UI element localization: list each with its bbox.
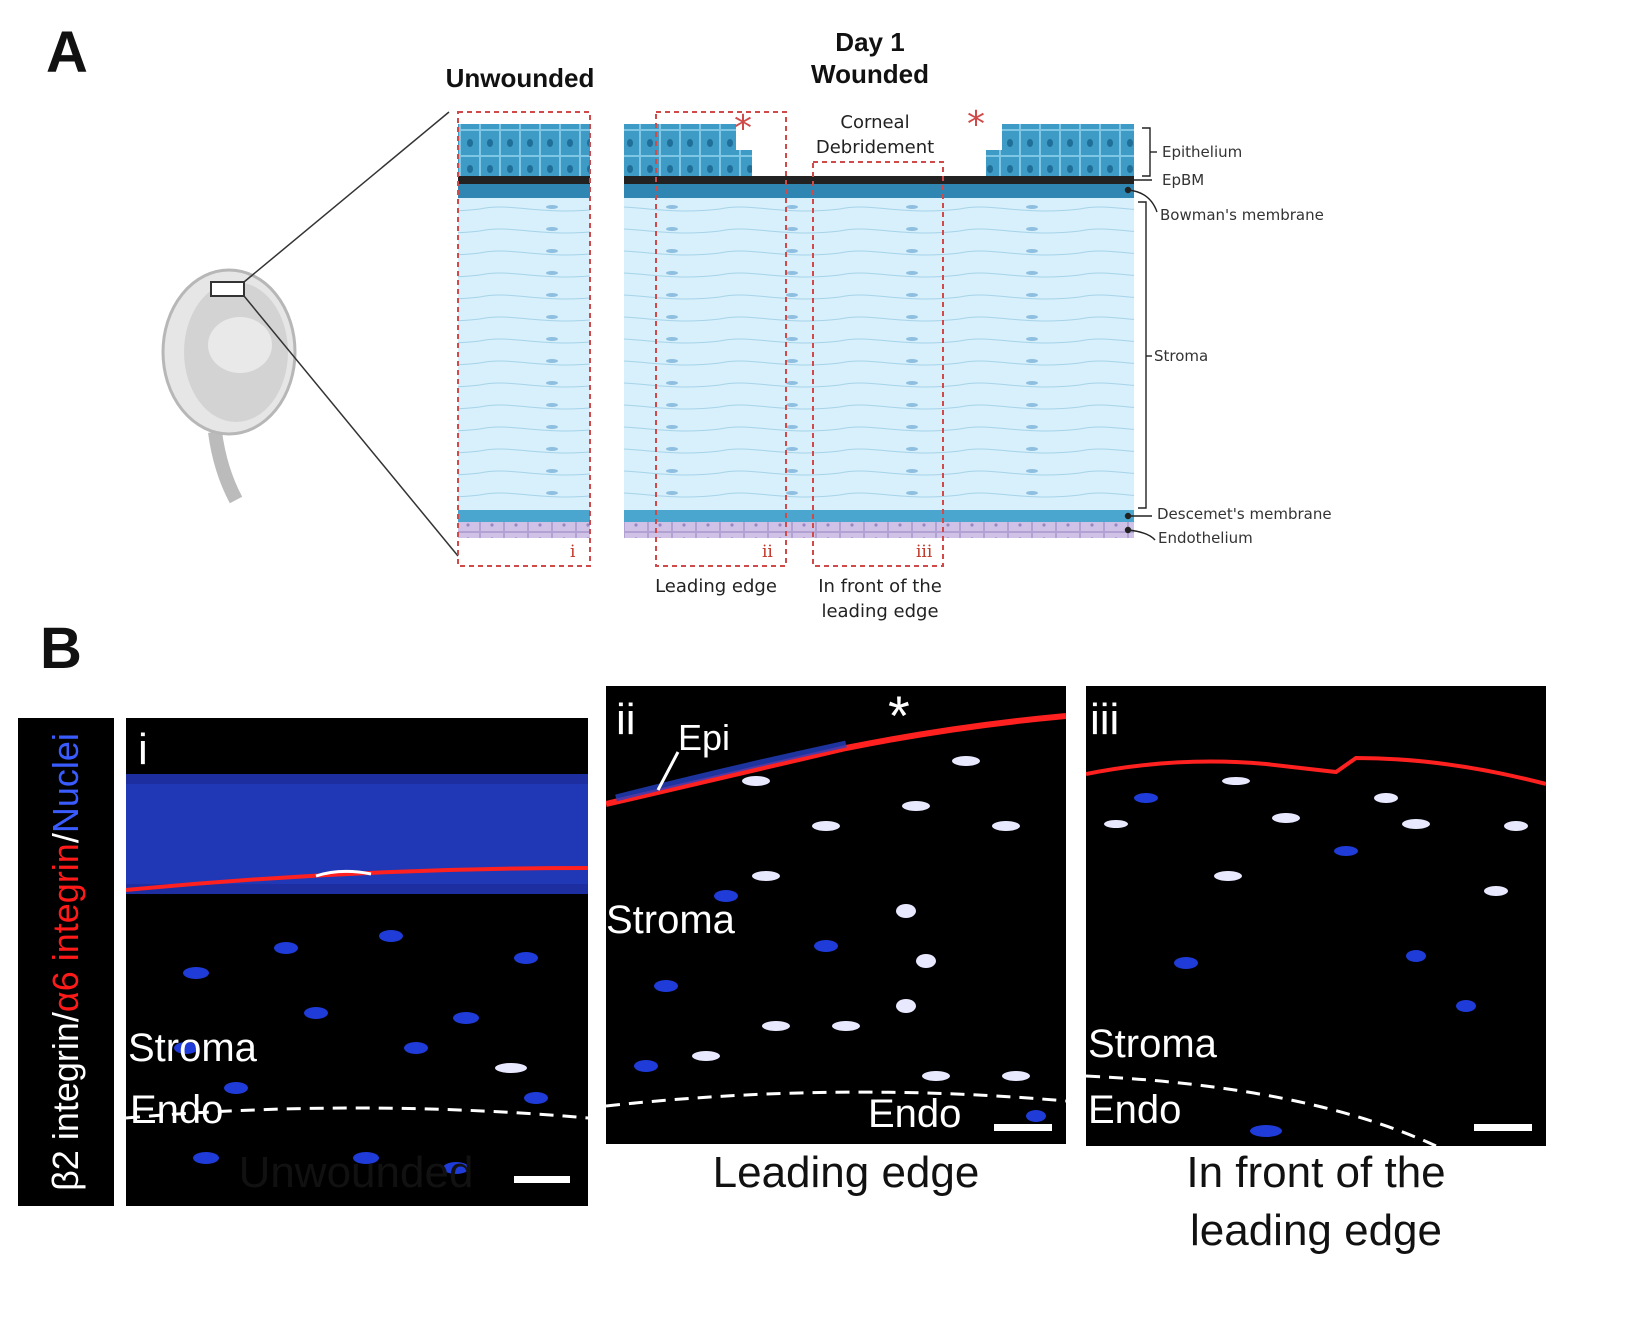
leading-edge-label: Leading edge xyxy=(655,576,777,597)
stain-slash: / xyxy=(45,833,86,844)
micrograph-i-image xyxy=(126,774,588,1183)
micrograph-ii: ii Epi * Stroma Endo xyxy=(606,686,1066,1144)
label-descemet: Descemet's membrane xyxy=(1157,505,1332,523)
micrograph-i-stroma: Stroma xyxy=(128,1026,257,1070)
stain-b2-integrin: β2 integrin/ xyxy=(45,1012,86,1191)
region-box-ii xyxy=(655,111,787,567)
stain-nuclei: Nuclei xyxy=(45,733,86,834)
unwounded-cornea-section xyxy=(458,124,590,538)
micrograph-ii-label: ii xyxy=(616,695,636,744)
wounded-header: Wounded xyxy=(811,59,929,89)
micrograph-i-endo: Endo xyxy=(130,1088,224,1132)
micrograph-iii-image xyxy=(1086,755,1546,1146)
micrograph-iii-label: iii xyxy=(1090,695,1120,744)
box-label-i: i xyxy=(570,542,576,562)
unwounded-header: Unwounded xyxy=(445,63,595,93)
label-stroma: Stroma xyxy=(1154,347,1209,365)
label-bowman: Bowman's membrane xyxy=(1160,206,1324,224)
micrograph-ii-stroma: Stroma xyxy=(606,898,735,942)
box-label-ii: ii xyxy=(762,542,773,562)
box-label-iii: iii xyxy=(916,542,933,562)
label-epbm: EpBM xyxy=(1162,171,1205,189)
micrograph-ii-asterisk: * xyxy=(888,686,910,747)
stain-a6-integrin: α6 integrin xyxy=(45,843,86,1013)
eye-icon xyxy=(161,111,459,557)
micrograph-iii-stroma: Stroma xyxy=(1088,1022,1217,1066)
panel-a-letter: A xyxy=(46,20,88,85)
asterisk-left: * xyxy=(734,108,752,149)
stain-legend: β2 integrin/α6 integrin/Nuclei xyxy=(18,718,114,1206)
micrograph-i: i Stroma Endo xyxy=(126,718,588,1206)
micrograph-i-label: i xyxy=(138,725,148,774)
wounded-cornea-section xyxy=(624,124,1134,538)
micrograph-iii: iii Stroma Endo xyxy=(1086,686,1546,1146)
caption-iii: In front of the leading edge xyxy=(1186,1148,1446,1255)
region-box-i xyxy=(457,111,591,567)
debridement-label: Corneal Debridement xyxy=(815,112,935,158)
region-box-iii xyxy=(812,161,944,567)
day-header: Day 1 xyxy=(835,27,905,57)
label-endothelium: Endothelium xyxy=(1158,529,1253,547)
layer-brackets xyxy=(1124,127,1158,541)
front-label: In front of the leading edge xyxy=(818,576,942,622)
panel-b-letter: B xyxy=(40,616,82,681)
caption-ii: Leading edge xyxy=(712,1148,980,1197)
caption-i: Unwounded xyxy=(238,1148,474,1197)
cornea-diagram xyxy=(161,111,1158,567)
micrograph-ii-image xyxy=(606,713,1066,1131)
micrograph-iii-endo: Endo xyxy=(1088,1088,1182,1132)
asterisk-right: * xyxy=(967,104,985,145)
micrograph-ii-epi: Epi xyxy=(678,717,731,758)
micrograph-ii-endo: Endo xyxy=(868,1092,962,1136)
label-epithelium: Epithelium xyxy=(1162,143,1243,161)
